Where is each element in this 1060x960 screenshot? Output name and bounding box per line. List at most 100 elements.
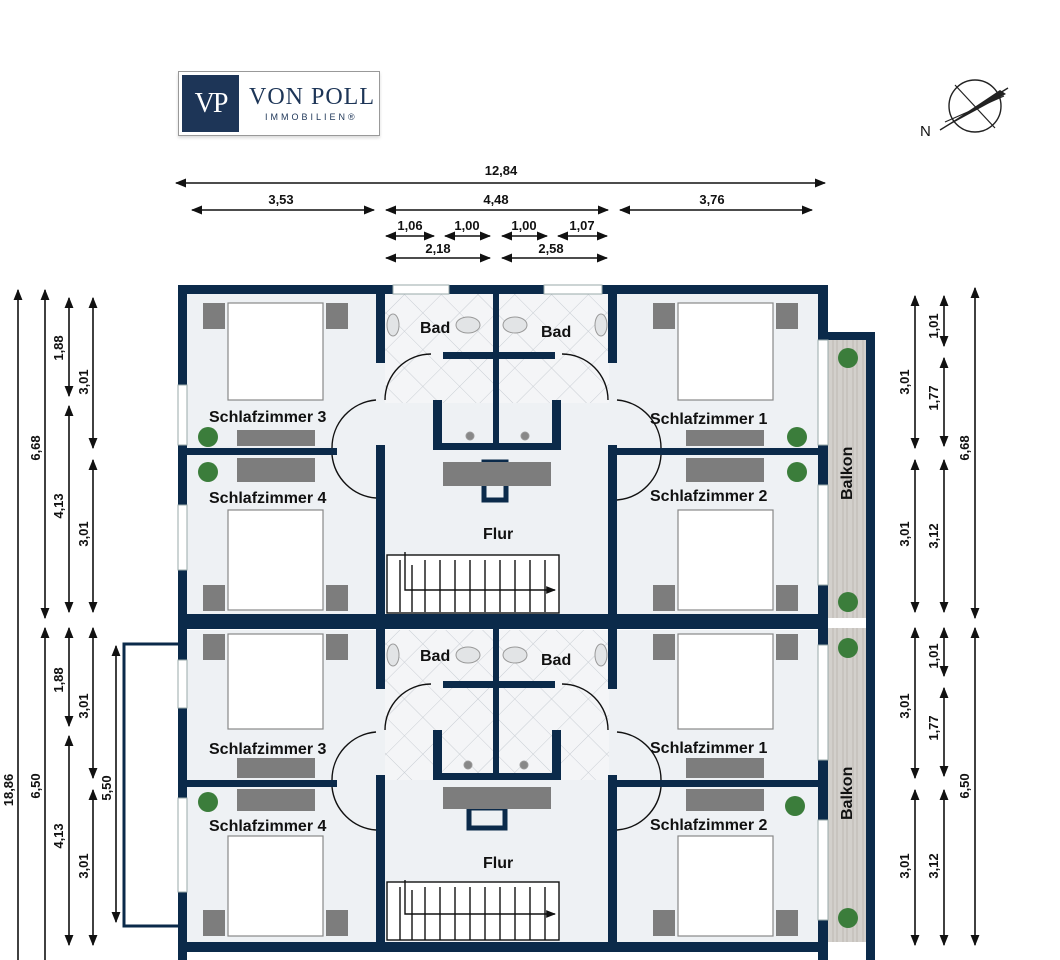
bed-sz3 bbox=[227, 302, 324, 401]
toilet-icon bbox=[502, 646, 528, 664]
plant-icon bbox=[198, 427, 218, 447]
balcony-2-railing bbox=[866, 622, 875, 960]
bed-sz4-2 bbox=[227, 835, 324, 937]
room-label-balkon-1: Balkon bbox=[839, 447, 856, 500]
room-label-sz2-2: Schlafzimmer 2 bbox=[650, 817, 767, 834]
dim-left-label: 3,53 bbox=[268, 192, 293, 207]
dim-r-u2c-label: 3,01 bbox=[897, 693, 912, 718]
sink-icon bbox=[594, 643, 608, 667]
wall-right-5 bbox=[818, 920, 828, 960]
wall-bath1-bottom bbox=[433, 443, 561, 450]
dim-l-u2d-label: 3,01 bbox=[76, 853, 91, 878]
von-poll-logo: VP VON POLL IMMOBILIEN® bbox=[178, 71, 380, 136]
dim-r-u1a-label: 1,01 bbox=[926, 313, 941, 338]
dim-r-u2a-label: 1,01 bbox=[926, 643, 941, 668]
window-bath1-left bbox=[392, 284, 450, 295]
dim-r-u2e-label: 3,01 bbox=[897, 853, 912, 878]
wall-bath1-left bbox=[376, 293, 385, 363]
door-swings bbox=[331, 353, 662, 831]
room-label-flur-2: Flur bbox=[483, 855, 513, 872]
wall-sz3-sz4-2 bbox=[187, 780, 337, 787]
dim-d1-label: 1,06 bbox=[397, 218, 422, 233]
logo-mark: VP bbox=[182, 75, 239, 132]
wall-left-2 bbox=[178, 445, 187, 505]
room-label-sz3-2: Schlafzimmer 3 bbox=[209, 741, 326, 758]
wall-right-4 bbox=[818, 760, 828, 820]
wall-sz1-sz2 bbox=[617, 448, 818, 455]
bed-sz4 bbox=[227, 509, 324, 611]
toilet-icon bbox=[455, 316, 481, 334]
window-sz1-2 bbox=[817, 644, 829, 761]
plant-icon bbox=[785, 796, 805, 816]
bed-sz2 bbox=[677, 509, 774, 611]
dim-l-u1b-label: 4,13 bbox=[51, 493, 66, 518]
top-dimensions bbox=[174, 178, 827, 263]
dim-d4-label: 1,07 bbox=[569, 218, 594, 233]
dim-l-u1c-label: 3,01 bbox=[76, 369, 91, 394]
room-label-sz3: Schlafzimmer 3 bbox=[209, 409, 326, 426]
wall-bath2-right bbox=[608, 629, 617, 689]
plant-icons bbox=[198, 348, 858, 928]
door-sz4-2 bbox=[331, 786, 377, 831]
room-label-sz1: Schlafzimmer 1 bbox=[650, 411, 767, 428]
door-sz1 bbox=[616, 399, 662, 449]
wall-bath2-bottom bbox=[433, 773, 561, 780]
dim-r-u2-label: 6,50 bbox=[957, 773, 972, 798]
wall-bath2-divider bbox=[493, 629, 499, 779]
door-bath2-right bbox=[561, 683, 609, 731]
wall-sz3-sz4 bbox=[187, 448, 337, 455]
dim-r-u1e-label: 3,01 bbox=[897, 521, 912, 546]
dim-d3-label: 1,00 bbox=[511, 218, 536, 233]
annex-frame bbox=[122, 642, 178, 928]
bath-fixtures bbox=[386, 313, 608, 770]
door-bath2-left bbox=[384, 683, 432, 731]
floor-plan: Bad Bad Schlafzimmer 3 Schlafzimmer 1 Sc… bbox=[122, 284, 875, 960]
wall-bath1-cross bbox=[443, 352, 555, 359]
wall-bath2-cross bbox=[443, 681, 555, 688]
drain-icon bbox=[519, 760, 529, 770]
door-sz2 bbox=[616, 454, 662, 501]
dim-l-u1-label: 6,68 bbox=[28, 435, 43, 460]
north-compass-icon bbox=[939, 79, 1009, 133]
balcony-1-railing bbox=[866, 332, 875, 622]
drain-icon bbox=[463, 760, 473, 770]
plant-icon bbox=[838, 638, 858, 658]
dim-d6-label: 2,58 bbox=[538, 241, 563, 256]
dim-total-label: 18,86 bbox=[1, 774, 16, 807]
toilet-icon bbox=[502, 316, 528, 334]
sink-icon bbox=[386, 643, 400, 667]
wall-left-1 bbox=[178, 285, 187, 385]
door-sz3-2 bbox=[331, 731, 377, 781]
window-sz2 bbox=[817, 484, 829, 586]
wall-left-4 bbox=[178, 708, 187, 798]
wall-top-left bbox=[178, 285, 393, 294]
room-label-balkon-2: Balkon bbox=[839, 767, 856, 820]
dim-d5-label: 2,18 bbox=[425, 241, 450, 256]
bed-sz3-2 bbox=[227, 633, 324, 730]
wall-unit-separation bbox=[178, 614, 828, 629]
door-bath1-left bbox=[384, 353, 432, 401]
dim-l-u1d-label: 3,01 bbox=[76, 521, 91, 546]
plant-icon bbox=[787, 462, 807, 482]
dim-l-u2c-label: 3,01 bbox=[76, 693, 91, 718]
dim-r-u1-label: 6,68 bbox=[957, 435, 972, 460]
wall-right-1 bbox=[818, 285, 828, 340]
plant-icon bbox=[198, 792, 218, 812]
wall-sz1-sz2-2 bbox=[617, 780, 818, 787]
stairs-1 bbox=[386, 552, 560, 614]
dim-l-u1a-label: 1,88 bbox=[51, 335, 66, 360]
logo-name: VON POLL bbox=[249, 84, 375, 110]
drain-icon bbox=[520, 431, 530, 441]
dim-overall-label: 12,84 bbox=[485, 163, 518, 178]
plant-icon bbox=[838, 908, 858, 928]
room-label-bad-2a: Bad bbox=[420, 648, 450, 665]
room-label-bad-1b: Bad bbox=[541, 324, 571, 341]
wall-bath2-inner-left bbox=[433, 730, 442, 780]
wall-bath1-inner-right bbox=[552, 400, 561, 450]
bed-sz1 bbox=[677, 302, 774, 401]
wall-bath1-divider bbox=[493, 293, 499, 443]
beds bbox=[227, 302, 774, 937]
window-sz4-2 bbox=[177, 797, 188, 893]
dim-r-u1c-label: 3,01 bbox=[897, 369, 912, 394]
balcony-2 bbox=[828, 628, 872, 942]
